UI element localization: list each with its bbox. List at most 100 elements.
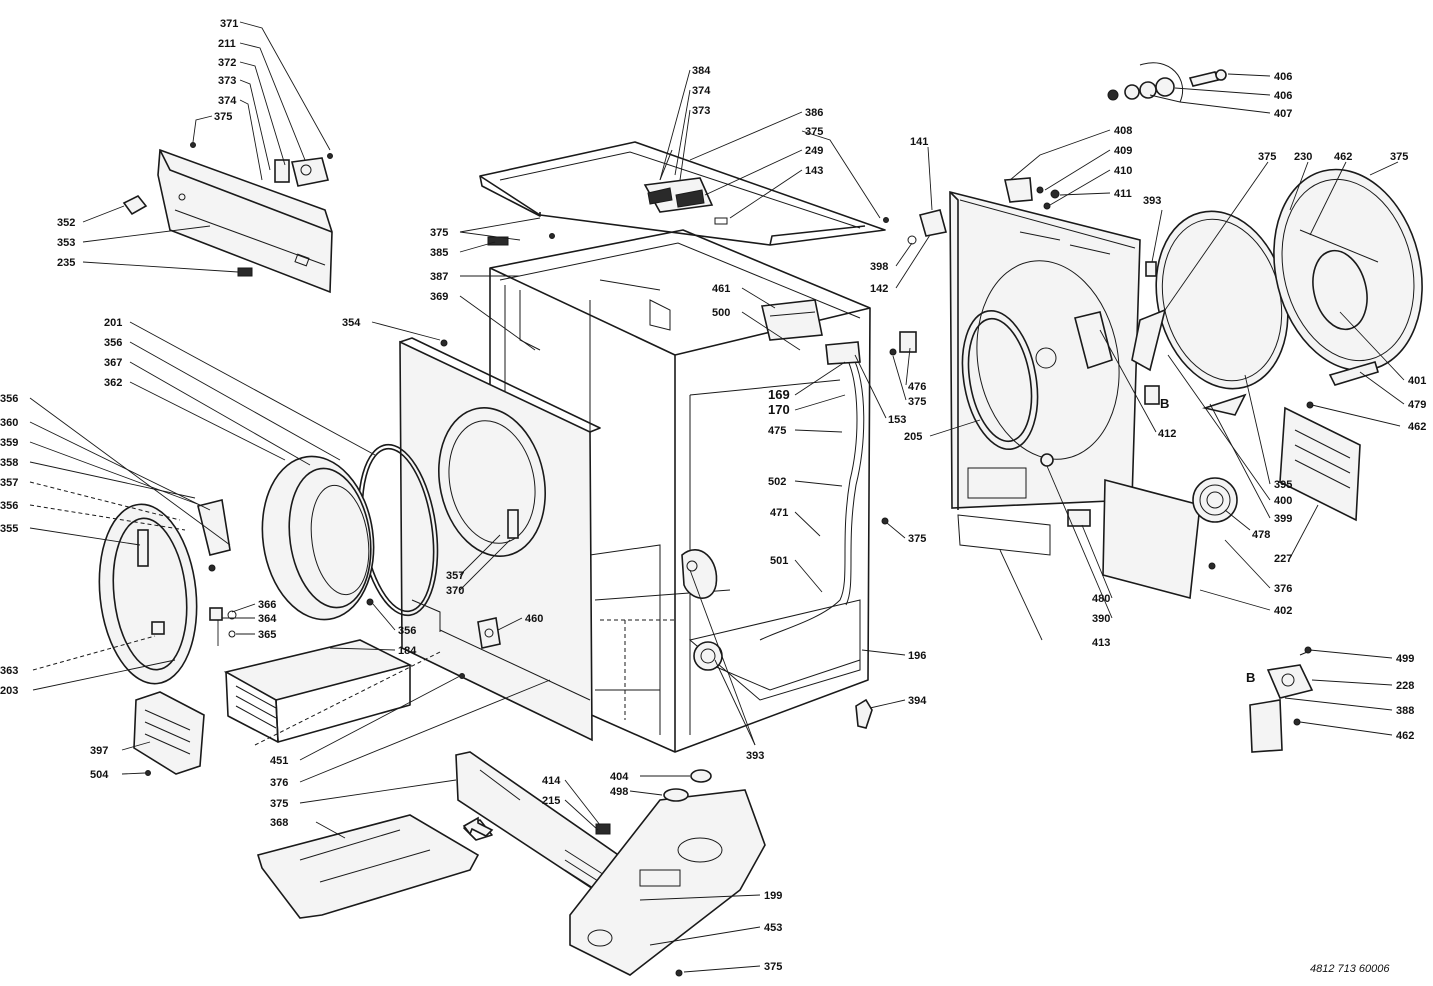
label-365: 365 bbox=[258, 629, 276, 641]
label-386: 386 bbox=[805, 107, 823, 119]
label-480: 480 bbox=[1092, 593, 1110, 605]
label-502: 502 bbox=[768, 476, 786, 488]
label-500: 500 bbox=[712, 307, 730, 319]
label-370: 370 bbox=[446, 585, 464, 597]
label-399: 399 bbox=[1274, 513, 1292, 525]
label-384: 384 bbox=[692, 65, 711, 77]
control-panel-fascia bbox=[157, 148, 333, 294]
knob bbox=[122, 194, 148, 216]
label-413: 413 bbox=[1092, 637, 1110, 649]
label-460: 460 bbox=[525, 613, 543, 625]
label-375: 375 bbox=[214, 111, 232, 123]
label-390: 390 bbox=[1092, 613, 1110, 625]
label-355: 355 bbox=[0, 523, 18, 535]
label-406: 406 bbox=[1274, 90, 1292, 102]
label-353: 353 bbox=[57, 237, 75, 249]
inlet-hose bbox=[759, 354, 865, 641]
label-227: 227 bbox=[1274, 553, 1292, 565]
label-394: 394 bbox=[908, 695, 927, 707]
label-153: 153 bbox=[888, 414, 906, 426]
label-170: 170 bbox=[768, 402, 790, 417]
heating-element bbox=[1279, 406, 1361, 522]
label-205: 205 bbox=[904, 431, 922, 443]
dispenser-drawer bbox=[223, 639, 413, 743]
rear-panel bbox=[949, 190, 1141, 556]
label-373: 373 bbox=[692, 105, 710, 117]
label-B: B bbox=[1160, 396, 1169, 411]
part-labels: 371 211 372 373 374 375 352 353 235 384 … bbox=[0, 18, 1426, 975]
document-reference: 4812 713 60006 bbox=[1310, 963, 1390, 975]
label-367: 367 bbox=[104, 357, 122, 369]
door-interlock bbox=[477, 617, 501, 649]
label-372: 372 bbox=[218, 57, 236, 69]
label-461: 461 bbox=[712, 283, 730, 295]
label-462: 462 bbox=[1408, 421, 1426, 433]
door-lock-bracket bbox=[507, 509, 519, 539]
label-356: 356 bbox=[104, 337, 122, 349]
direction-arrow bbox=[462, 816, 494, 837]
label-393: 393 bbox=[746, 750, 764, 762]
label-462: 462 bbox=[1334, 151, 1352, 163]
label-369: 369 bbox=[430, 291, 448, 303]
label-376: 376 bbox=[1274, 583, 1292, 595]
label-375: 375 bbox=[908, 533, 926, 545]
label-364: 364 bbox=[258, 613, 277, 625]
label-230: 230 bbox=[1294, 151, 1312, 163]
latch-assembly-B bbox=[1249, 649, 1314, 753]
foot bbox=[855, 698, 873, 729]
label-388: 388 bbox=[1396, 705, 1414, 717]
label-408: 408 bbox=[1114, 125, 1132, 137]
thermostat bbox=[907, 209, 947, 245]
label-375: 375 bbox=[1390, 151, 1408, 163]
label-409: 409 bbox=[1114, 145, 1132, 157]
label-453: 453 bbox=[764, 922, 782, 934]
label-385: 385 bbox=[430, 247, 448, 259]
label-375: 375 bbox=[908, 396, 926, 408]
label-402: 402 bbox=[1274, 605, 1292, 617]
label-451: 451 bbox=[270, 755, 288, 767]
label-375: 375 bbox=[270, 798, 288, 810]
label-479: 479 bbox=[1408, 399, 1426, 411]
foot-washer bbox=[663, 769, 712, 802]
tub-front-half bbox=[1131, 210, 1289, 416]
label-412: 412 bbox=[1158, 428, 1176, 440]
filter-housing bbox=[681, 549, 718, 599]
front-panel bbox=[399, 337, 601, 742]
tub-rear-half bbox=[1273, 168, 1423, 386]
grommet-ring bbox=[1040, 453, 1054, 467]
label-368: 368 bbox=[270, 817, 288, 829]
label-356: 356 bbox=[398, 625, 416, 637]
label-356: 356 bbox=[0, 500, 18, 512]
label-375: 375 bbox=[430, 227, 448, 239]
label-478: 478 bbox=[1252, 529, 1270, 541]
label-375: 375 bbox=[764, 961, 782, 973]
label-360: 360 bbox=[0, 417, 18, 429]
label-462: 462 bbox=[1396, 730, 1414, 742]
label-249: 249 bbox=[805, 145, 823, 157]
leader-lines bbox=[29, 21, 1405, 973]
label-411: 411 bbox=[1114, 188, 1132, 200]
label-504: 504 bbox=[90, 769, 109, 781]
label-401: 401 bbox=[1408, 375, 1426, 387]
label-376: 376 bbox=[270, 777, 288, 789]
label-475: 475 bbox=[768, 425, 786, 437]
label-356: 356 bbox=[0, 393, 18, 405]
label-400: 400 bbox=[1274, 495, 1292, 507]
label-404: 404 bbox=[610, 771, 629, 783]
heater-connector bbox=[1067, 509, 1091, 527]
label-141: 141 bbox=[910, 136, 928, 148]
label-410: 410 bbox=[1114, 165, 1132, 177]
label-499: 499 bbox=[1396, 653, 1414, 665]
base-plate bbox=[569, 789, 766, 976]
label-471: 471 bbox=[770, 507, 788, 519]
label-366: 366 bbox=[258, 599, 276, 611]
bearing-bracket bbox=[1004, 177, 1060, 210]
label-359: 359 bbox=[0, 437, 18, 449]
label-215: 215 bbox=[542, 795, 560, 807]
door-handle-parts bbox=[209, 607, 237, 638]
drawer-front-grille bbox=[133, 691, 205, 775]
label-414: 414 bbox=[542, 775, 561, 787]
label-196: 196 bbox=[908, 650, 926, 662]
label-228: 228 bbox=[1396, 680, 1414, 692]
